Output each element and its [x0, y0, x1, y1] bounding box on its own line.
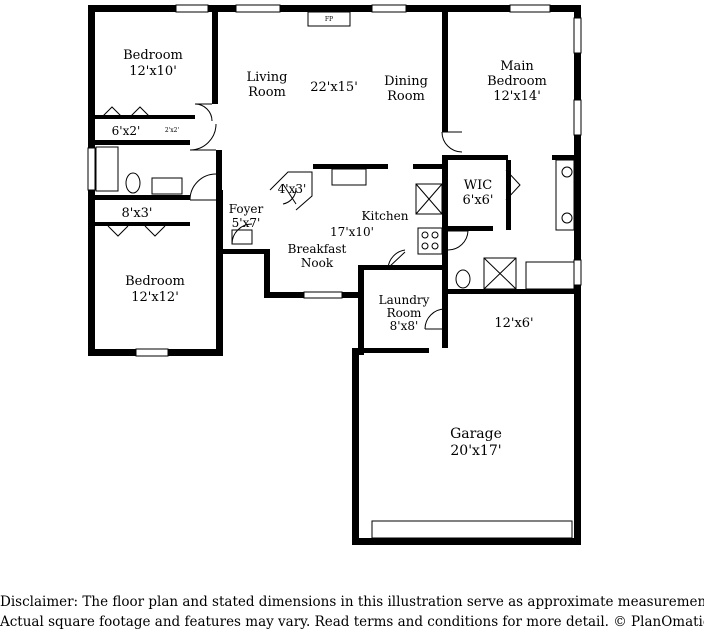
main-bedroom-line1: Main	[500, 59, 534, 74]
floor-plan: Bedroom 12'x10' Living Room 22'x15' Dini…	[87, 4, 582, 545]
closet-6x2-dims: 6'x2'	[112, 124, 141, 138]
wic-name: WIC	[464, 178, 492, 193]
wic-dims: 6'x6'	[462, 193, 493, 208]
disclaimer-line-1: Disclaimer: The floor plan and stated di…	[0, 594, 704, 610]
dining-room-line1: Dining	[384, 74, 428, 89]
laundry-line1: Laundry	[379, 293, 430, 307]
main-bath-dims: 12'x6'	[494, 316, 533, 331]
bedroom-bottom-name: Bedroom	[125, 274, 185, 289]
bedroom-top-dims: 12'x10'	[129, 64, 177, 79]
pantry-dims: 4'x3'	[278, 182, 307, 196]
disclaimer-line-2: Actual square footage and features may v…	[0, 614, 704, 630]
living-room-dims: 22'x15'	[310, 80, 358, 95]
main-bedroom-line2: Bedroom	[487, 74, 547, 89]
main-bedroom-dims: 12'x14'	[493, 89, 541, 104]
fixtures	[95, 11, 575, 290]
foyer-name: Foyer	[229, 202, 264, 216]
living-room-line2: Room	[248, 85, 286, 100]
door-swings	[101, 103, 469, 330]
bedroom-bottom-dims: 12'x12'	[131, 290, 179, 305]
living-room-line1: Living	[247, 70, 288, 85]
foyer-dims: 5'x7'	[232, 216, 261, 230]
breakfast-nook-line1: Breakfast	[288, 242, 347, 256]
kitchen-name: Kitchen	[362, 209, 409, 223]
room-labels: Bedroom 12'x10' Living Room 22'x15' Dini…	[112, 16, 547, 459]
laundry-line2: Room	[387, 306, 422, 320]
closet-2x2-dims: 2'x2'	[165, 127, 180, 134]
windows	[87, 4, 582, 539]
kitchen-dims: 17'x10'	[330, 225, 374, 239]
laundry-dims: 8'x8'	[390, 319, 419, 333]
breakfast-nook-line2: Nook	[301, 256, 334, 270]
garage-dims: 20'x17'	[450, 443, 501, 459]
garage-name: Garage	[450, 426, 502, 442]
bedroom-top-name: Bedroom	[123, 48, 183, 63]
dining-room-line2: Room	[387, 89, 425, 104]
disclaimer: Disclaimer: The floor plan and stated di…	[0, 592, 704, 632]
closet-8x3-dims: 8'x3'	[121, 206, 152, 221]
fireplace-label: FP	[325, 16, 333, 23]
